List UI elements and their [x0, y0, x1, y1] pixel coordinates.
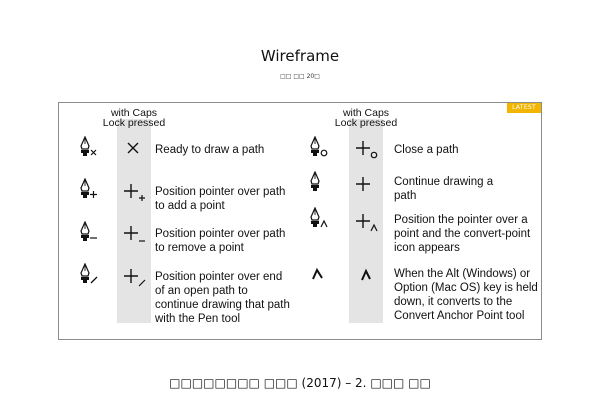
- row-desc-close-path: Close a path: [394, 144, 459, 156]
- row-desc-continue-drawing: Continue drawing a path: [394, 176, 494, 202]
- row-desc-alt-option-convert: When the Alt (Windows) or Option (Mac OS…: [394, 268, 538, 322]
- convert-anchor-icon: [361, 268, 371, 281]
- row-desc-convert-point: Position the pointer over a point and th…: [394, 214, 531, 254]
- row-desc-ready-to-draw: Ready to draw a path: [155, 144, 265, 156]
- pen-icon: [310, 171, 320, 191]
- crosshair-plus-icon: [124, 184, 145, 201]
- crosshair-caret-icon: [356, 214, 378, 232]
- latest-badge: LATEST: [507, 103, 541, 113]
- convert-anchor-icon: [312, 267, 323, 280]
- pen-plus-icon: [80, 178, 97, 198]
- page-subtitle: □□ □□ 20□: [280, 73, 320, 80]
- crosshair-minus-icon: [124, 226, 145, 242]
- pen-caret-icon: [310, 207, 328, 228]
- crosshair-circle-icon: [356, 141, 378, 159]
- crosshair-slash-icon: [124, 269, 146, 287]
- pen-minus-icon: [80, 221, 97, 241]
- footer-caption: □□□□□□□□ □□□ (2017) – 2. □□□ □□: [169, 376, 431, 390]
- caps-lock-band-left: [117, 119, 151, 323]
- row-desc-continue-open-path: Position pointer over end of an open pat…: [155, 271, 290, 325]
- pen-x-icon: [80, 136, 97, 156]
- cross-x-icon: [127, 142, 139, 154]
- pen-slash-icon: [80, 263, 98, 284]
- caps-header-right: with Caps Lock pressed: [334, 107, 398, 129]
- pen-circle-icon: [310, 136, 328, 157]
- crosshair-icon: [356, 177, 370, 191]
- row-desc-add-point: Position pointer over path to add a poin…: [155, 186, 286, 212]
- page-title: Wireframe: [260, 47, 340, 65]
- pen-tool-reference-panel: LATEST with Caps Lock pressed with Caps …: [58, 102, 542, 340]
- caps-header-left: with Caps Lock pressed: [102, 107, 166, 129]
- row-desc-remove-point: Position pointer over path to remove a p…: [155, 228, 286, 254]
